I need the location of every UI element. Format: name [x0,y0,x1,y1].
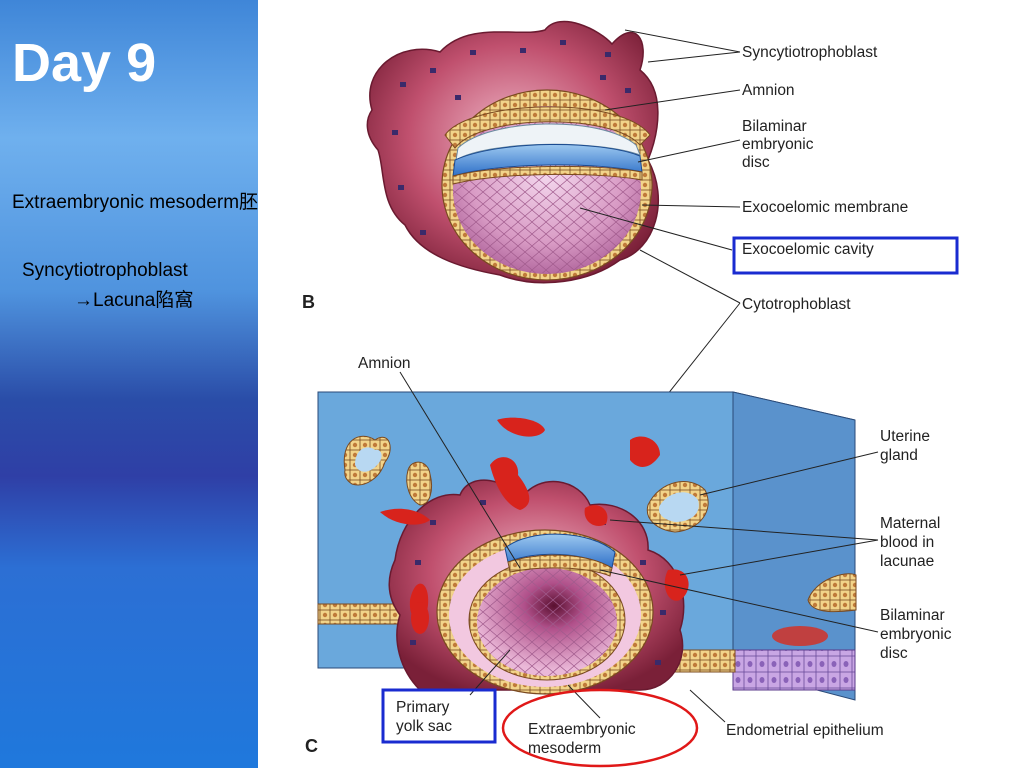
highlight-ellipse-extraembryonic-mesoderm [501,688,699,768]
panel-c-implanted-embryo [388,479,689,695]
slide-title: Day 9 [12,33,157,93]
panel-c-label: C [305,736,318,756]
label-maternal-2: blood in [880,534,934,551]
label-maternal-1: Maternal [880,515,940,532]
label-uterine-1: Uterine [880,428,930,445]
label-amnion-b: Amnion [742,82,795,99]
embryo-diagram: B Syncytiotrophoblast Amnion Bilaminar e… [258,0,1024,768]
label-exocoelomic-cavity: Exocoelomic cavity [742,241,874,258]
note-lacuna: →Lacuna陷窩 [74,290,194,311]
panel-c-lacunae-and-glands [343,417,857,646]
label-cytotrophoblast: Cytotrophoblast [742,296,851,313]
label-extraembryonic-2: mesoderm [528,740,601,757]
label-bilaminar-b-2: embryonic [742,136,814,153]
panel-c-leader-lines [399,371,879,723]
label-syncytiotrophoblast: Syncytiotrophoblast [742,44,878,61]
highlight-box-exocoelomic-cavity [732,236,959,275]
label-maternal-3: lacunae [880,553,934,570]
diagram-svg: B Syncytiotrophoblast Amnion Bilaminar e… [302,20,959,768]
label-bilaminar-c-1: Bilaminar [880,607,945,624]
label-uterine-2: gland [880,447,918,464]
label-extraembryonic-1: Extraembryonic [528,721,636,738]
highlight-box-primary-yolk-sac [381,688,497,744]
note-syncytiotrophoblast: Syncytiotrophoblast [22,260,188,281]
label-exocoelomic-membrane: Exocoelomic membrane [742,199,908,216]
label-bilaminar-b-3: disc [742,154,770,171]
label-bilaminar-c-3: disc [880,645,908,662]
label-primary-yolk-sac-1: Primary [396,699,450,716]
label-bilaminar-b-1: Bilaminar [742,118,807,135]
panel-b-leader-lines [559,29,741,531]
panel-b-embryo [366,20,660,284]
note-extraembryonic-mesoderm: Extraembryonic mesoderm胚外中胚層 [12,192,335,213]
label-primary-yolk-sac-2: yolk sac [396,718,452,735]
panel-b-label: B [302,292,315,312]
label-amnion-c: Amnion [358,355,411,372]
slide-sidebar [0,0,258,768]
label-bilaminar-c-2: embryonic [880,626,952,643]
label-endometrial-epithelium: Endometrial epithelium [726,722,884,739]
